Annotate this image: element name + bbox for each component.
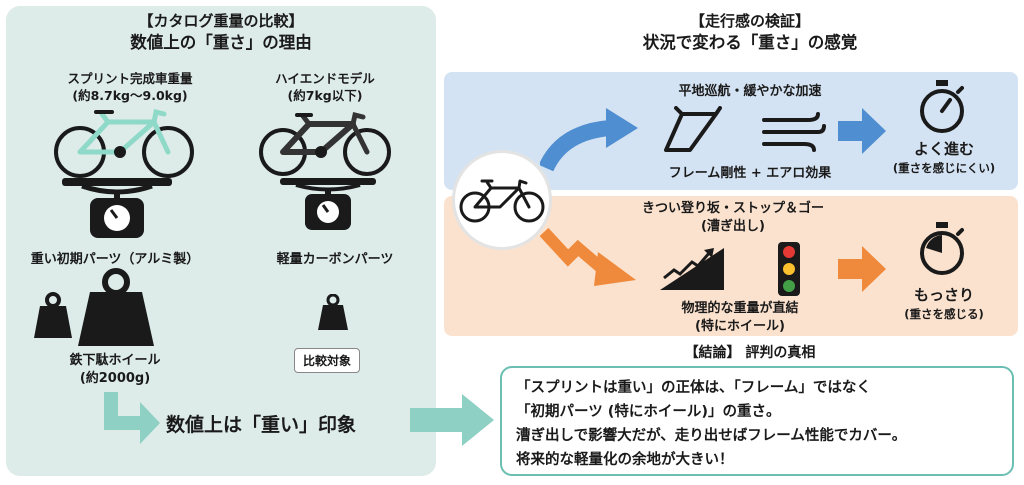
- flat-outcome-sub: (重さを感じにくい): [892, 161, 996, 175]
- flat-factor-label: フレーム剛性 + エアロ効果: [668, 166, 832, 181]
- conclusion-line: 漕ぎ出しで影響大だが、走り出せばフレーム性能でカバー。: [516, 428, 907, 444]
- light-parts-label: 軽量カーボンパーツ: [276, 252, 394, 267]
- slope-icon: [660, 248, 724, 290]
- sprint-bike-icon: [54, 108, 194, 178]
- conclusion-line: 「初期パーツ (特にホイール)」の重さ。: [516, 404, 781, 420]
- light-weight-icon: [318, 294, 348, 330]
- left-result: 数値上は「重い」印象: [166, 414, 357, 436]
- flat-outcome: よく進む: [913, 140, 974, 158]
- climb-outcome-sub: (重さを感じる): [904, 307, 984, 321]
- climb-scene-label: きつい登り坂・ストップ＆ゴー (漕ぎ出し): [641, 201, 824, 234]
- bike-circle: [452, 150, 552, 250]
- highend-label: ハイエンドモデル (約7kg以下): [275, 71, 375, 103]
- large-weight-icon: [78, 268, 154, 346]
- stopwatch-fast-icon: [920, 80, 964, 133]
- stopwatch-slow-icon: [920, 222, 964, 275]
- orange-right-arrow: [838, 246, 886, 292]
- frame-icon: [664, 106, 722, 152]
- catalog-weight-panel: [6, 6, 436, 476]
- conclusion-line: 将来的な軽量化の余地が大きい！: [516, 452, 734, 468]
- orange-zigzag-arrow: [540, 228, 636, 286]
- highend-bike-icon: [259, 111, 391, 176]
- heavy-parts-label: 重い初期パーツ（アルミ製）: [30, 252, 200, 267]
- flat-scene-label: 平地巡航・緩やかな加速: [678, 84, 822, 99]
- teal-right-arrow: [410, 394, 494, 446]
- traffic-light-icon: [778, 242, 800, 296]
- bike-icon: [459, 179, 545, 223]
- sprint-label: スプリント完成車重量 (約8.7kg〜9.0kg): [67, 71, 193, 103]
- conclusion-title: 【結論】 評判の真相: [684, 345, 816, 361]
- right-title: 【走行感の検証】 状況で変わる「重さ」の感覚: [642, 12, 858, 52]
- conclusion-line: 「スプリントは重い」の正体は、「フレーム」ではなく: [516, 380, 871, 396]
- teal-bend-arrow: [104, 392, 160, 444]
- blue-curve-arrow: [540, 108, 638, 172]
- wind-icon: [762, 112, 826, 152]
- wheel-label: 鉄下駄ホイール (約2000g): [69, 353, 161, 386]
- scale-light-icon: [280, 178, 376, 230]
- left-title: 【カタログ重量の比較】 数値上の「重さ」の理由: [130, 12, 312, 52]
- blue-right-arrow: [838, 108, 886, 154]
- small-weight-icon: [34, 292, 72, 338]
- climb-factor-label: 物理的な重量が直結 (特にホイール): [681, 301, 799, 334]
- climb-outcome: もっさり: [913, 286, 974, 304]
- compare-tag: 比較対象: [294, 348, 361, 373]
- conclusion-box: 「スプリントは重い」の正体は、「フレーム」ではなく 「初期パーツ (特にホイール…: [500, 366, 1014, 476]
- scale-heavy-icon: [62, 178, 172, 238]
